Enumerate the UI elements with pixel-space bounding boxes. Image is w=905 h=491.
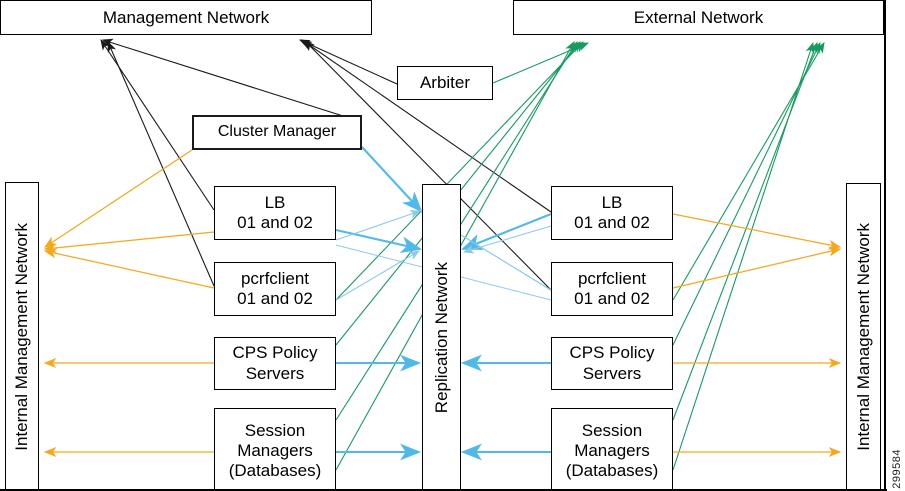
network-bar-replication-label: Replication Network: [431, 261, 451, 414]
network-bar-internal-management-left-label: Internal Management Network: [12, 222, 31, 451]
network-bar-management[interactable]: Management Network: [0, 0, 372, 35]
node-right-session-managers[interactable]: Session Managers (Databases): [551, 408, 673, 491]
node-left-pcrfclient-label: pcrfclient 01 and 02: [237, 268, 313, 308]
network-bar-internal-management-left[interactable]: Internal Management Network: [5, 182, 39, 491]
node-right-cps-policy-servers[interactable]: CPS Policy Servers: [551, 337, 673, 390]
node-right-lb-label: LB 01 and 02: [574, 192, 650, 232]
blue-replication-arrows: [335, 146, 552, 461]
node-left-pcrfclient[interactable]: pcrfclient 01 and 02: [214, 262, 336, 316]
node-right-pcrfclient[interactable]: pcrfclient 01 and 02: [551, 262, 673, 316]
node-left-session-managers[interactable]: Session Managers (Databases): [214, 408, 336, 491]
node-right-pcrfclient-label: pcrfclient 01 and 02: [574, 268, 650, 308]
network-bar-management-label: Management Network: [102, 7, 270, 27]
network-bar-internal-management-right[interactable]: Internal Management Network: [846, 183, 881, 491]
frame-right-edge: [884, 0, 886, 491]
orange-internal-mgmt-arrows: [43, 149, 842, 457]
network-bar-external-label: External Network: [633, 7, 764, 27]
node-left-cps-policy-servers[interactable]: CPS Policy Servers: [214, 337, 336, 390]
network-bar-external[interactable]: External Network: [513, 0, 884, 35]
node-right-session-managers-label: Session Managers (Databases): [565, 420, 659, 481]
network-bar-replication[interactable]: Replication Network: [422, 184, 461, 491]
node-left-cps-policy-servers-label: CPS Policy Servers: [232, 343, 318, 383]
black-management-arrows: [100, 38, 552, 291]
node-cluster-manager-label: Cluster Manager: [217, 123, 337, 141]
node-left-session-managers-label: Session Managers (Databases): [228, 420, 322, 481]
node-arbiter-label: Arbiter: [419, 72, 471, 92]
node-arbiter[interactable]: Arbiter: [397, 66, 493, 100]
node-left-lb[interactable]: LB 01 and 02: [214, 186, 336, 240]
node-right-cps-policy-servers-label: CPS Policy Servers: [569, 343, 655, 383]
network-bar-internal-management-right-label: Internal Management Network: [853, 223, 873, 451]
figure-id-watermark: 299584: [891, 449, 903, 489]
node-right-lb[interactable]: LB 01 and 02: [551, 186, 673, 240]
node-left-lb-label: LB 01 and 02: [237, 192, 313, 232]
frame-bottom-edge: [0, 489, 887, 491]
green-external-arrows: [335, 41, 825, 471]
node-cluster-manager[interactable]: Cluster Manager: [192, 115, 362, 150]
